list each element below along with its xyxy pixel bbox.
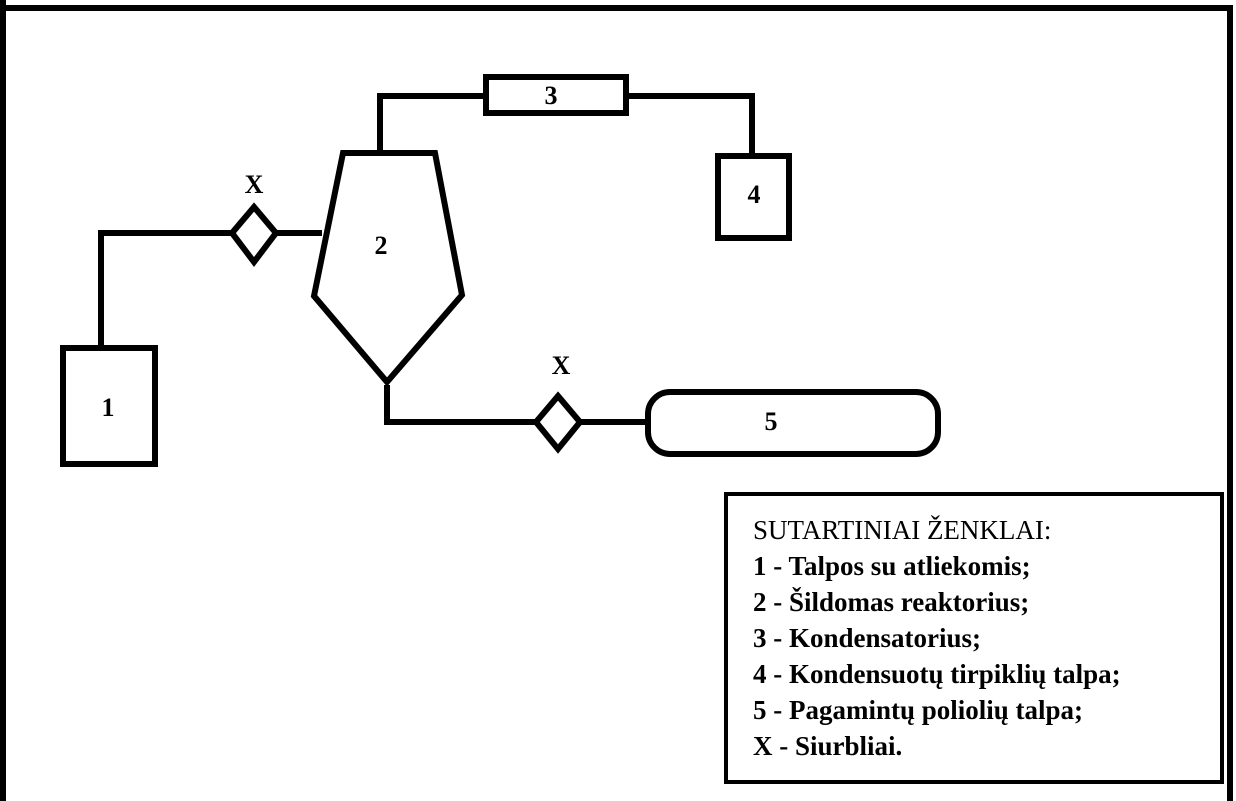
label-pump-2: X	[552, 351, 571, 380]
legend-item-3: 3 - Kondensatorius;	[753, 623, 982, 653]
legend-item-4: 4 - Kondensuotų tirpiklių talpa;	[753, 659, 1121, 689]
legend-title: SUTARTINIAI ŽENKLAI:	[753, 515, 1052, 545]
pump-1-diamond	[228, 202, 280, 267]
legend-item-pumps: X - Siurbliai.	[753, 731, 903, 761]
label-unit-3: 3	[545, 81, 558, 110]
outer-frame-top	[3, 5, 1233, 801]
pipe-condenser-to-tank4	[626, 93, 755, 155]
condenser-3	[483, 74, 629, 116]
label-unit-4: 4	[748, 180, 761, 209]
pipe-tank1-to-pump	[98, 230, 232, 347]
legend-item-2: 2 - Šildomas reaktorius;	[753, 587, 1030, 617]
pipe-reactor-to-pump	[384, 385, 536, 425]
legend-box: SUTARTINIAI ŽENKLAI: 1 - Talpos su atlie…	[724, 492, 1224, 784]
label-unit-1: 1	[102, 393, 115, 422]
legend-item-5: 5 - Pagamintų poliolių talpa;	[753, 695, 1084, 725]
reactor-2	[310, 150, 466, 387]
tank-5	[645, 389, 941, 457]
label-unit-2: 2	[375, 231, 388, 260]
pump-2-diamond	[532, 391, 584, 454]
label-unit-5: 5	[765, 407, 778, 436]
legend-item-1: 1 - Talpos su atliekomis;	[753, 551, 1031, 581]
tank-1	[60, 345, 158, 467]
pipe-reactor-to-condenser	[377, 93, 486, 153]
tank-4	[715, 153, 792, 241]
label-pump-1: X	[245, 170, 264, 199]
